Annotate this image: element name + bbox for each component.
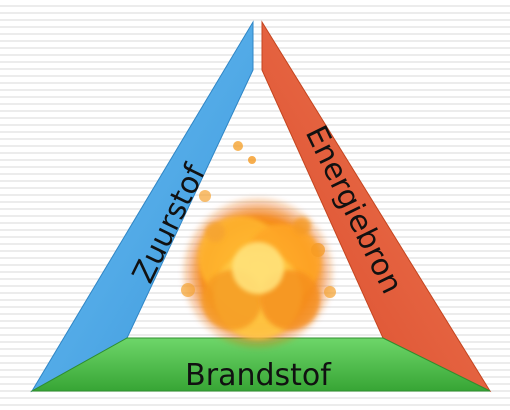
fire-icon <box>180 141 336 351</box>
bottom-side-label: Brandstof <box>185 358 332 393</box>
